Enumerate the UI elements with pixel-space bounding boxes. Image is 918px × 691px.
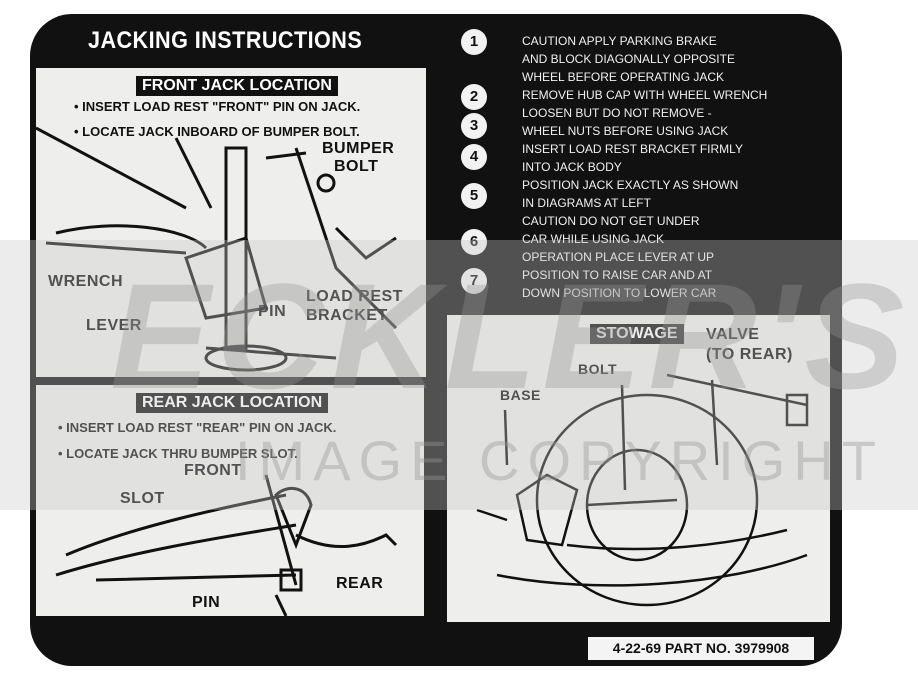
- label-valve: VALVE: [706, 326, 760, 343]
- step-number-5: 5: [461, 183, 487, 209]
- step-number-7: 7: [461, 268, 487, 294]
- decal-title: JACKING INSTRUCTIONS: [88, 27, 363, 54]
- step-text-line: AND BLOCK DIAGONALLY OPPOSITE: [522, 52, 735, 66]
- rear-jack-diagram: [55, 474, 398, 616]
- step-text-line: WHEEL BEFORE OPERATING JACK: [522, 70, 725, 84]
- step-text-line: POSITION JACK EXACTLY AS SHOWN: [522, 178, 739, 192]
- label-bracket: BRACKET: [306, 307, 388, 324]
- step-text-line: INSERT LOAD REST BRACKET FIRMLY: [522, 142, 743, 156]
- front-jack-heading: FRONT JACK LOCATION: [136, 76, 338, 96]
- part-number-label: 4-22-69 PART NO. 3979908: [588, 637, 814, 660]
- step-text-line: POSITION TO RAISE CAR AND AT: [522, 268, 713, 282]
- label-wrench: WRENCH: [48, 273, 123, 290]
- label-bumper: BUMPER: [322, 140, 395, 157]
- step-text-line: REMOVE HUB CAP WITH WHEEL WRENCH: [522, 88, 768, 102]
- label-front: FRONT: [184, 462, 242, 479]
- label-load-rest: LOAD REST: [306, 288, 403, 305]
- front-bullet-2: • LOCATE JACK INBOARD OF BUMPER BOLT.: [74, 124, 360, 139]
- label-lever: LEVER: [86, 317, 142, 334]
- label-pin-rear: PIN: [192, 594, 221, 611]
- step-number-1: 1: [461, 29, 487, 55]
- stowage-heading: STOWAGE: [590, 324, 684, 344]
- step-text-line: WHEEL NUTS BEFORE USING JACK: [522, 124, 729, 138]
- label-bolt-stowage: BOLT: [578, 361, 618, 377]
- rear-jack-panel: [36, 385, 424, 616]
- step-text-line: OPERATION PLACE LEVER AT UP: [522, 250, 715, 264]
- step-number-3: 3: [461, 113, 487, 139]
- step-number-4: 4: [461, 144, 487, 170]
- watermark-brand: ECKLER'S: [110, 252, 911, 420]
- label-slot: SLOT: [120, 490, 165, 507]
- step-text-line: INTO JACK BODY: [522, 160, 622, 174]
- step-number-6: 6: [461, 229, 487, 255]
- label-bolt: BOLT: [334, 158, 379, 175]
- rear-bullet-2: • LOCATE JACK THRU BUMPER SLOT.: [58, 446, 298, 461]
- step-text-line: CAR WHILE USING JACK: [522, 232, 665, 246]
- stowage-panel: [447, 315, 830, 622]
- step-text-line: CAUTION APPLY PARKING BRAKE: [522, 34, 717, 48]
- label-pin: PIN: [258, 303, 287, 320]
- stowage-diagram: [476, 373, 809, 607]
- rear-jack-heading: REAR JACK LOCATION: [136, 393, 329, 413]
- front-jack-panel: [36, 68, 426, 377]
- step-text-line: IN DIAGRAMS AT LEFT: [522, 196, 651, 210]
- rear-bullet-1: • INSERT LOAD REST "REAR" PIN ON JACK.: [58, 420, 337, 435]
- step-text-line: CAUTION DO NOT GET UNDER: [522, 214, 700, 228]
- label-rear: REAR: [336, 575, 384, 592]
- watermark-copyright: IMAGE COPYRIGHT: [235, 429, 884, 492]
- step-number-2: 2: [461, 84, 487, 110]
- label-to-rear: (TO REAR): [706, 346, 793, 363]
- step-text-line: DOWN POSITION TO LOWER CAR: [522, 286, 717, 300]
- front-bullet-1: • INSERT LOAD REST "FRONT" PIN ON JACK.: [74, 99, 361, 114]
- front-jack-diagram: [36, 126, 398, 372]
- step-text-line: LOOSEN BUT DO NOT REMOVE -: [522, 106, 712, 120]
- label-base: BASE: [500, 387, 541, 403]
